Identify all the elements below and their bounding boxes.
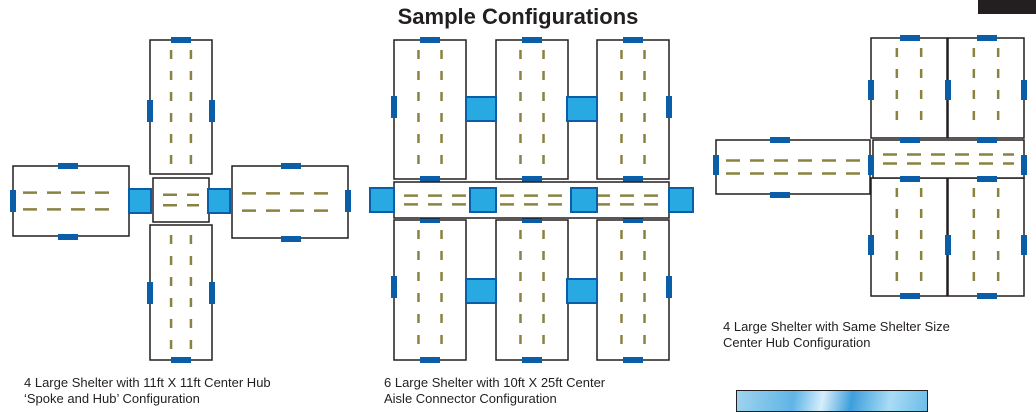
aisle-mid-connector-1 (469, 187, 497, 213)
center-hub (152, 177, 210, 223)
aisle-end-connector-right (668, 187, 694, 213)
aisle-door-left-top (391, 96, 397, 118)
aisle-shelter-top-3 (596, 39, 670, 180)
aisle-end-connector-left (369, 187, 395, 213)
aisle-bottom-door-3 (623, 357, 643, 363)
same-shelter-bottom-left (870, 177, 948, 297)
aisle-bottom-door-1 (420, 357, 440, 363)
aisle-side-connector-3 (465, 278, 497, 304)
same-door-h-10 (977, 176, 997, 182)
aisle-mid-connector-2 (570, 187, 598, 213)
same-door-v-9 (868, 155, 874, 175)
same-shelter-top-right (947, 37, 1025, 139)
hub-top-door-left (147, 100, 153, 122)
same-door-h-6 (770, 192, 790, 198)
aisle-bottom-door-upper-2 (522, 217, 542, 223)
hub-shelter-top (149, 39, 213, 175)
caption-spoke-and-hub-line2: ‘Spoke and Hub’ Configuration (24, 391, 200, 406)
same-shelter-left (715, 139, 871, 195)
caption-aisle-connector-line2: Aisle Connector Configuration (384, 391, 557, 406)
caption-aisle-connector: 6 Large Shelter with 10ft X 25ft Center … (384, 375, 605, 407)
hub-bottom-door (171, 357, 191, 363)
aisle-connector (393, 181, 670, 219)
aisle-top-door-1 (420, 37, 440, 43)
caption-same-size-hub-line2: Center Hub Configuration (723, 335, 871, 350)
corner-tab (978, 0, 1036, 14)
same-door-h-8 (977, 137, 997, 143)
same-door-h-9 (900, 176, 920, 182)
same-door-v-3 (868, 235, 874, 255)
hub-left-door-top (58, 163, 78, 169)
same-door-h-3 (900, 293, 920, 299)
same-door-v-4 (1021, 235, 1027, 255)
hub-top-door-right (209, 100, 215, 122)
same-door-h-5 (770, 137, 790, 143)
aisle-shelter-bottom-1 (393, 219, 467, 361)
same-center-hub (872, 139, 1025, 179)
shelter-photo (736, 390, 928, 412)
aisle-shelter-top-2 (495, 39, 569, 180)
aisle-side-connector-1 (465, 96, 497, 122)
hub-shelter-right (231, 165, 349, 239)
aisle-side-connector-2 (566, 96, 598, 122)
caption-same-size-hub-line1: 4 Large Shelter with Same Shelter Size (723, 319, 950, 334)
same-door-h-2 (977, 35, 997, 41)
aisle-top-door-3 (623, 37, 643, 43)
same-door-h-4 (977, 293, 997, 299)
caption-same-size-hub: 4 Large Shelter with Same Shelter Size C… (723, 319, 950, 351)
aisle-top-door-lower-3 (623, 176, 643, 182)
hub-shelter-left (12, 165, 130, 237)
same-door-v-7 (945, 235, 951, 255)
page-title: Sample Configurations (397, 4, 639, 29)
aisle-bottom-door-upper-3 (623, 217, 643, 223)
hub-connector-left (128, 188, 152, 214)
same-door-v-5 (713, 155, 719, 175)
aisle-door-right-top (666, 96, 672, 118)
same-door-v-1 (868, 80, 874, 100)
aisle-door-left-bottom (391, 276, 397, 298)
aisle-shelter-top-1 (393, 39, 467, 180)
aisle-bottom-door-2 (522, 357, 542, 363)
aisle-top-door-lower-1 (420, 176, 440, 182)
aisle-shelter-bottom-2 (495, 219, 569, 361)
hub-left-door (10, 190, 16, 212)
aisle-top-door-lower-2 (522, 176, 542, 182)
same-door-v-2 (1021, 80, 1027, 100)
hub-top-door (171, 37, 191, 43)
hub-connector-right (207, 188, 231, 214)
same-shelter-top-left (870, 37, 948, 139)
hub-right-door-bottom (281, 236, 301, 242)
hub-right-door (345, 190, 351, 212)
hub-right-door-top (281, 163, 301, 169)
aisle-shelter-bottom-3 (596, 219, 670, 361)
caption-spoke-and-hub-line1: 4 Large Shelter with 11ft X 11ft Center … (24, 375, 271, 390)
aisle-bottom-door-upper-1 (420, 217, 440, 223)
same-door-h-1 (900, 35, 920, 41)
hub-bottom-door-left (147, 282, 153, 304)
hub-shelter-bottom (149, 224, 213, 361)
hub-left-door-bottom (58, 234, 78, 240)
aisle-top-door-2 (522, 37, 542, 43)
caption-spoke-and-hub: 4 Large Shelter with 11ft X 11ft Center … (24, 375, 271, 407)
same-door-h-7 (900, 137, 920, 143)
hub-bottom-door-right (209, 282, 215, 304)
aisle-side-connector-4 (566, 278, 598, 304)
same-door-v-8 (1021, 155, 1027, 175)
same-door-v-6 (945, 80, 951, 100)
same-shelter-bottom-right (947, 177, 1025, 297)
caption-aisle-connector-line1: 6 Large Shelter with 10ft X 25ft Center (384, 375, 606, 390)
aisle-door-right-bottom (666, 276, 672, 298)
